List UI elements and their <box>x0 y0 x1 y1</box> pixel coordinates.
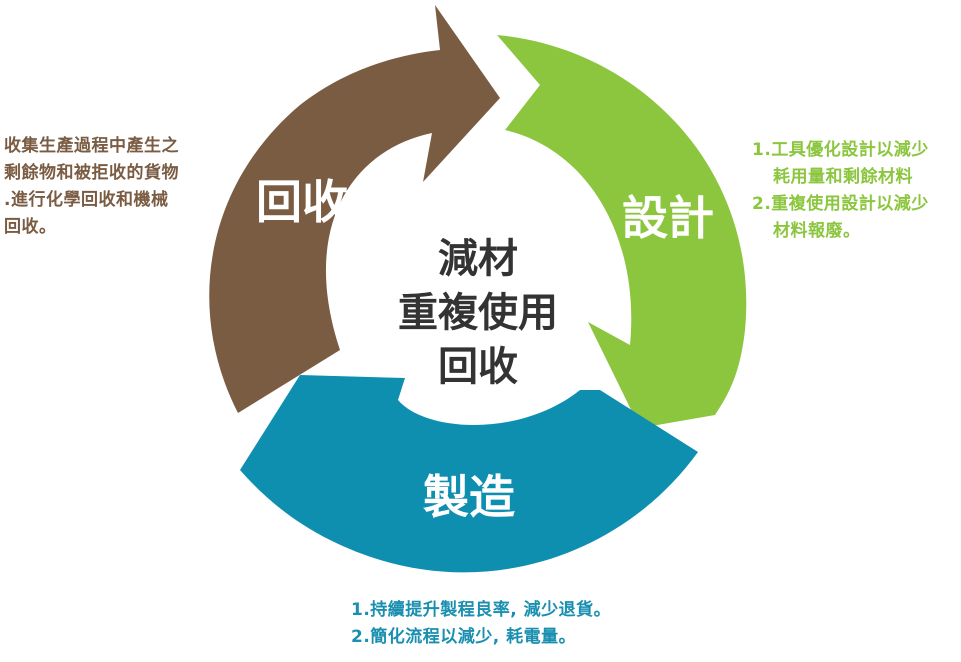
recycle-note-line: 收集生產過程中產生之 <box>4 136 179 156</box>
design-note: 1.工具優化設計以減少 耗用量和剩餘材料 2.重複使用設計以減少 材料報廢。 <box>752 137 929 245</box>
design-note-line: 2.重複使用設計以減少 <box>752 194 929 214</box>
manufacture-arrow-segment <box>240 375 698 573</box>
design-note-line: 1.工具優化設計以減少 <box>752 140 929 160</box>
center-label-reduce: 減材 <box>438 236 518 282</box>
manufacture-note-line: 1.持續提升製程良率, 減少退貨。 <box>351 600 612 620</box>
manufacture-note-line: 2.簡化流程以減少, 耗電量。 <box>351 627 577 647</box>
design-stage-label: 設計 <box>622 191 714 245</box>
manufacture-note: 1.持續提升製程良率, 減少退貨。 2.簡化流程以減少, 耗電量。 <box>351 597 611 651</box>
design-note-line: 材料報廢。 <box>773 221 861 241</box>
center-label-reuse: 重複使用 <box>398 290 558 336</box>
recycle-note-line: .進行化學回收和機械 <box>4 190 169 210</box>
recycle-stage-label: 回收 <box>256 175 348 229</box>
manufacture-stage-label: 製造 <box>423 470 515 524</box>
design-arrow-segment <box>497 35 747 428</box>
center-label-recycle: 回收 <box>438 344 518 390</box>
recycle-arrow-segment <box>209 5 500 413</box>
recycle-note-line: 剩餘物和被拒收的貨物 <box>4 163 179 183</box>
recycle-note: 收集生產過程中產生之 剩餘物和被拒收的貨物 .進行化學回收和機械 回收。 <box>4 133 179 241</box>
recycle-note-line: 回收。 <box>4 217 57 237</box>
design-note-line: 耗用量和剩餘材料 <box>773 167 913 187</box>
